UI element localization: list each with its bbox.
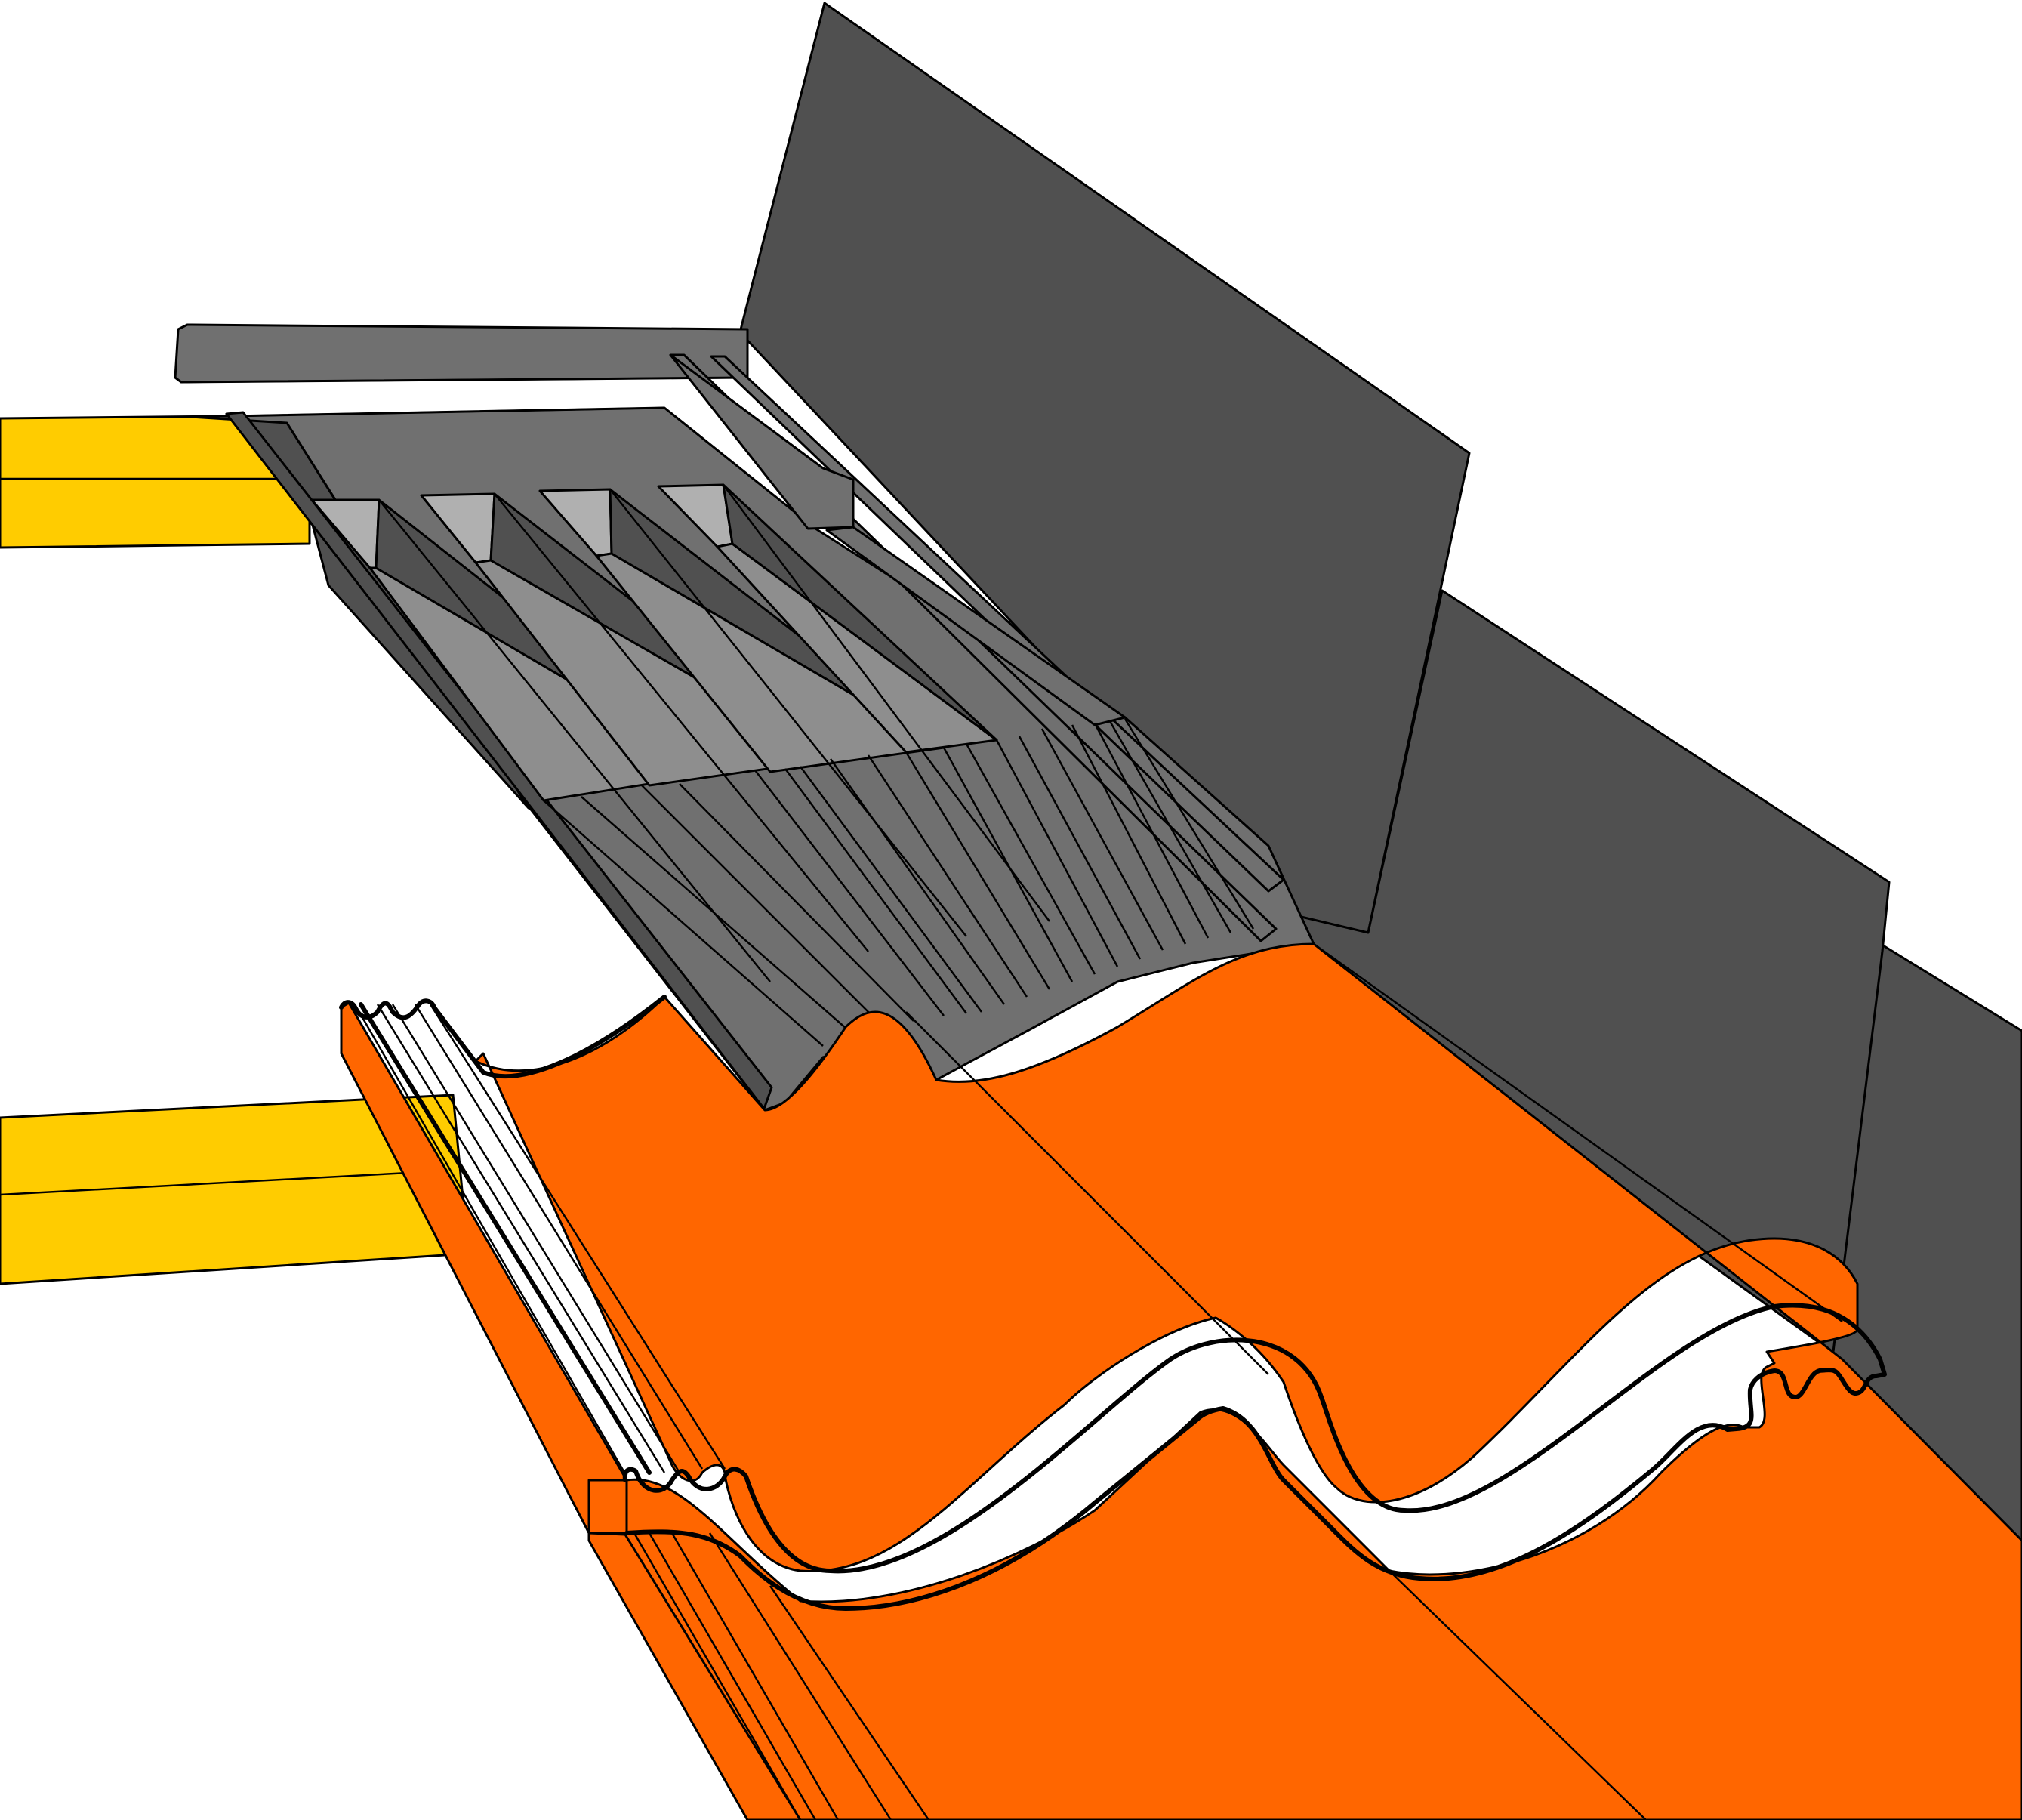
tray-groove-line <box>1071 724 1187 945</box>
tray-groove-line <box>1040 728 1164 951</box>
tray-groove-line <box>641 785 884 1028</box>
tray-grooves <box>543 718 1255 1047</box>
tray-groove-line <box>1108 720 1232 933</box>
vent-slot-4 <box>657 483 998 754</box>
tray-groove-line <box>1018 736 1142 960</box>
tray-groove-line <box>1124 718 1255 930</box>
tray-groove-line <box>1093 723 1210 939</box>
tray-groove-line <box>784 768 968 1014</box>
tray-groove-line <box>905 751 1051 990</box>
vent-slot-ridges <box>378 484 1051 982</box>
tray-groove-line <box>754 770 945 1016</box>
tray-groove-line <box>679 783 914 1022</box>
tray-groove-line <box>799 766 983 1013</box>
tray-groove-line <box>942 747 1074 982</box>
interlocking-roof-tile <box>339 942 2022 1820</box>
tray-groove-line <box>965 743 1096 975</box>
tray-groove-line <box>829 758 1006 1005</box>
tray-groove-line <box>995 739 1119 967</box>
tray-groove-line <box>581 796 854 1035</box>
tray-groove-line <box>543 800 824 1047</box>
tray-groove-line <box>867 754 1028 998</box>
vent-slots <box>310 483 1051 982</box>
